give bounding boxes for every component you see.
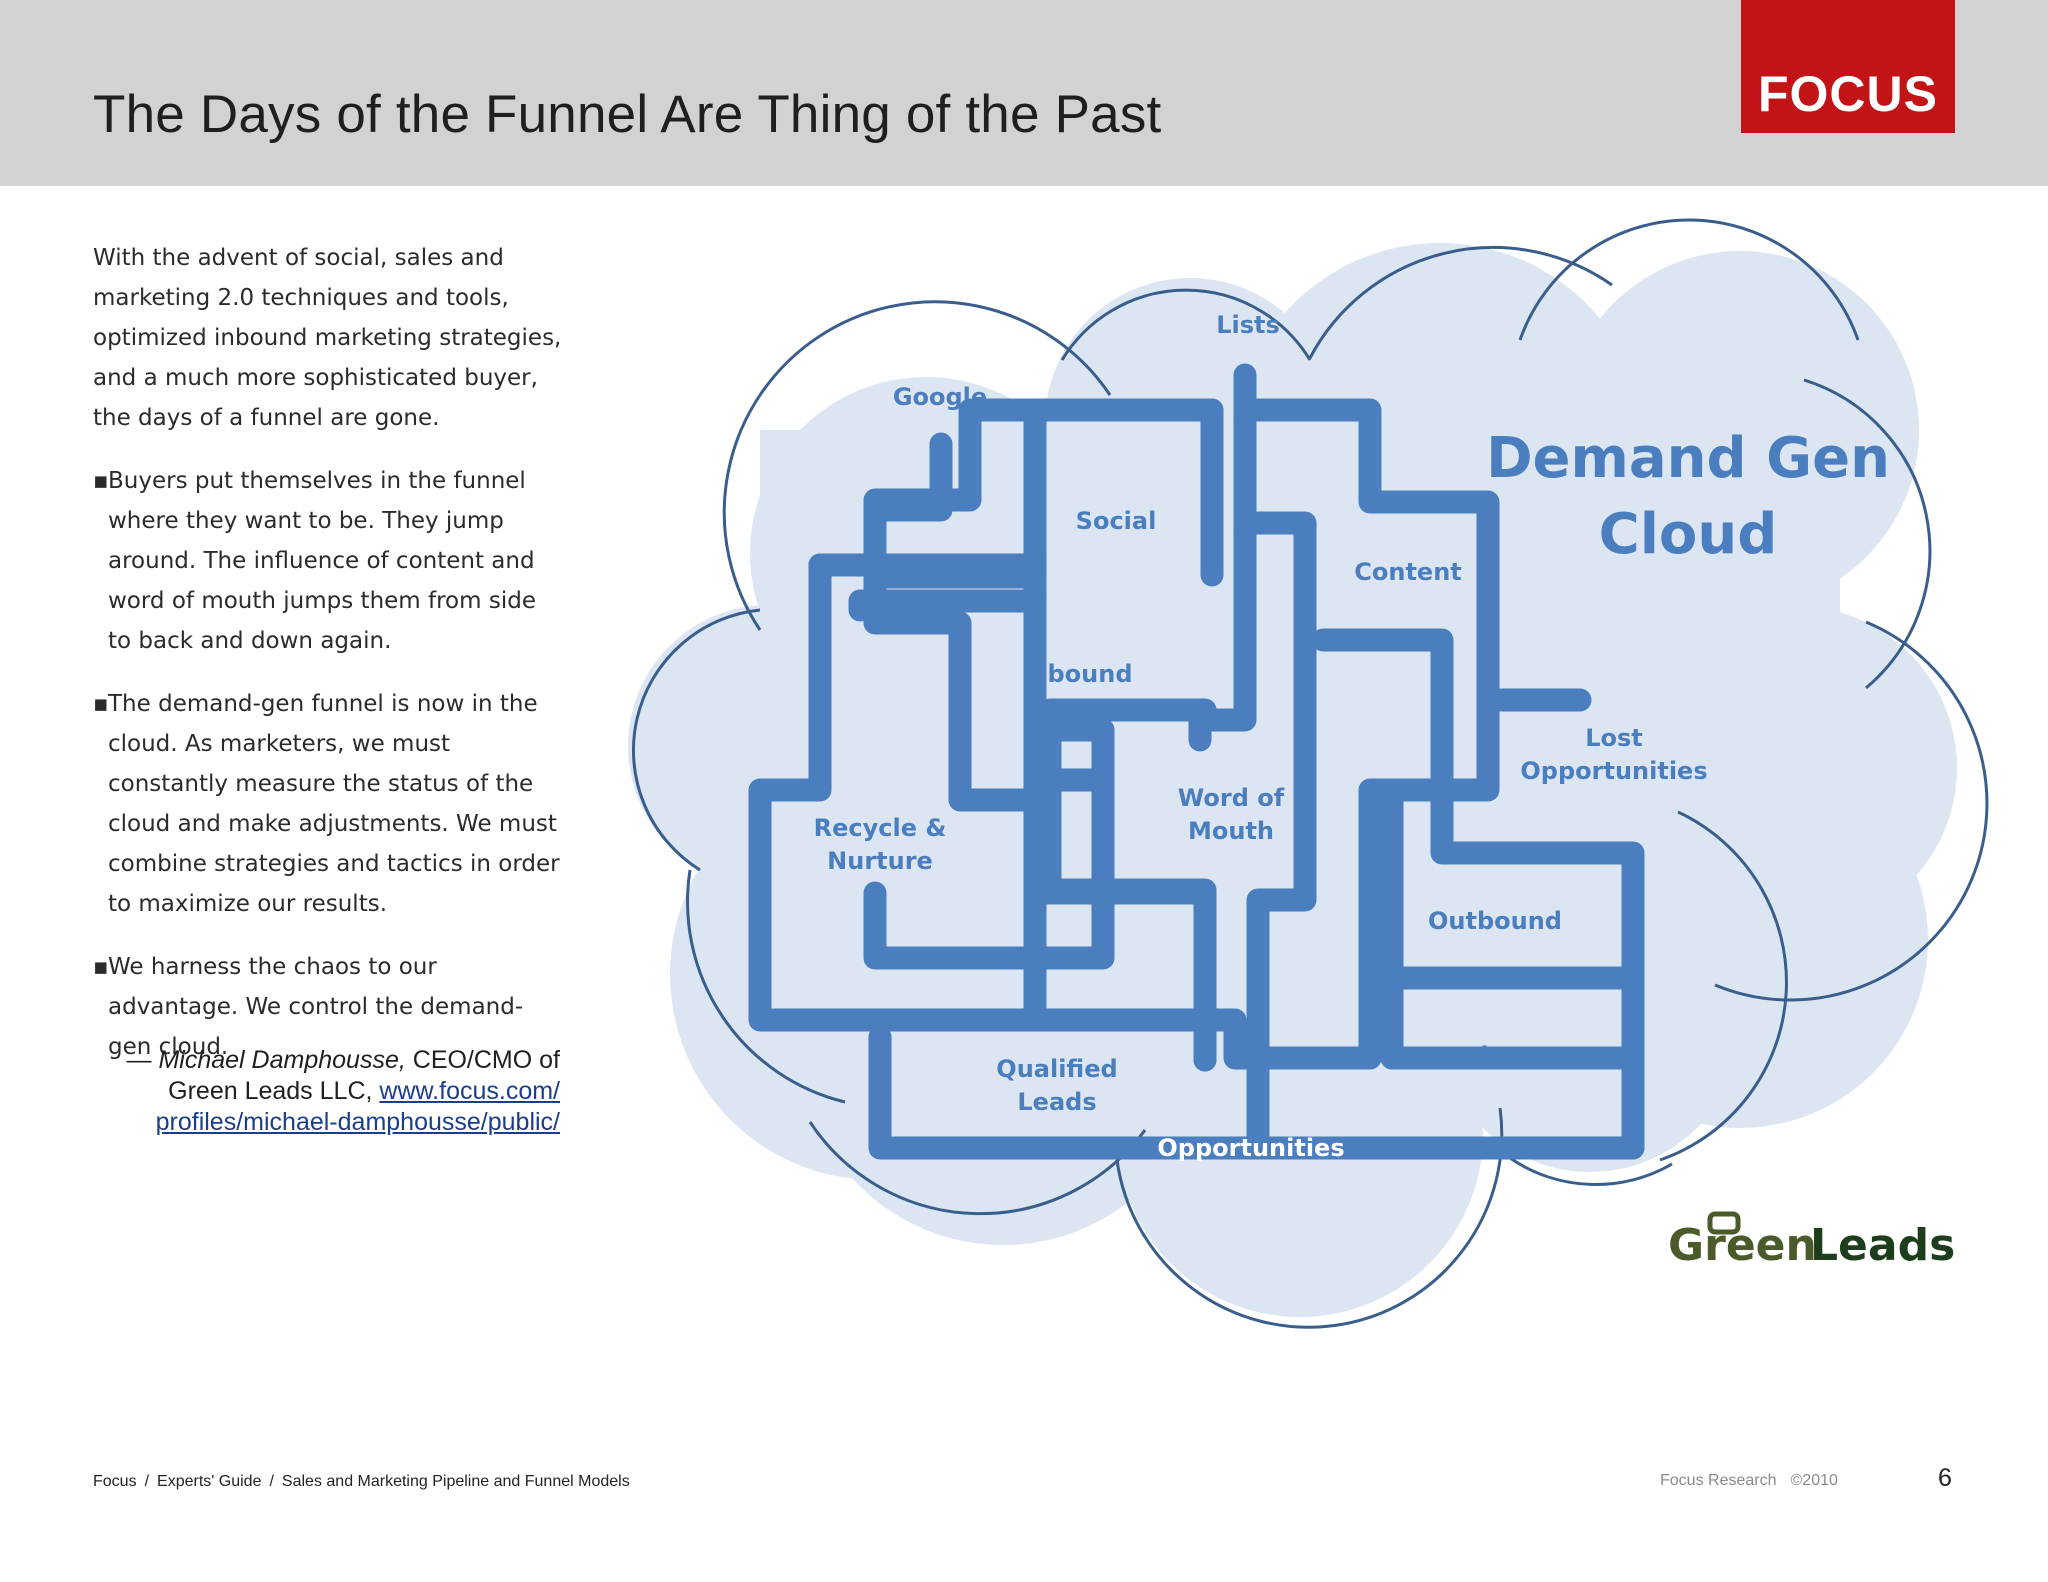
label-recycle-nurture-1: Recycle & [814, 814, 947, 842]
label-qualified-leads-2: Leads [1017, 1088, 1096, 1116]
header-band [0, 0, 2048, 186]
label-lists: Lists [1216, 311, 1280, 339]
green-leads-logo: Green Leads [1668, 1211, 1955, 1271]
bullet-item: ▪ We harness the chaos to our advantage.… [93, 947, 563, 1067]
label-word-of-mouth-2: Mouth [1188, 817, 1274, 845]
bullet-item: ▪ The demand-gen funnel is now in the cl… [93, 684, 563, 924]
breadcrumb-separator: / [144, 1473, 150, 1490]
page-title: The Days of the Funnel Are Thing of the … [93, 85, 1162, 144]
focus-logo-text: FOCUS [1758, 66, 1938, 122]
attribution-dash: — [126, 1046, 159, 1074]
green-leads-logo-leads: Leads [1810, 1220, 1955, 1271]
label-lost-opportunities-1: Lost [1585, 724, 1643, 752]
quote-attribution: — Michael Damphousse, CEO/CMO of Green L… [120, 1045, 560, 1138]
breadcrumb-item: Focus [93, 1473, 137, 1490]
label-recycle-nurture-2: Nurture [827, 847, 933, 875]
breadcrumb: Focus / Experts' Guide / Sales and Marketing… [93, 1473, 630, 1491]
profile-link[interactable]: www.focus.com/ [379, 1077, 560, 1105]
page-number: 6 [1938, 1464, 1952, 1492]
intro-paragraph: With the advent of social, sales and mar… [93, 245, 562, 431]
label-inbound: Inbound [1021, 660, 1132, 688]
label-word-of-mouth-1: Word of [1178, 784, 1285, 812]
profile-link-continued[interactable]: profiles/michael-damphousse/public/ [155, 1108, 560, 1136]
bullet-text: We harness the chaos to our advantage. W… [108, 954, 524, 1060]
footer-copyright: ©2010 [1790, 1472, 1838, 1489]
label-lost-opportunities-2: Opportunities [1520, 757, 1707, 785]
breadcrumb-separator: / [269, 1473, 274, 1490]
attribution-author: Michael Damphousse, [158, 1046, 406, 1074]
bullet-marker: ▪ [93, 468, 109, 494]
label-google: Google [893, 383, 987, 411]
label-demand-gen-line2: Cloud [1599, 502, 1778, 567]
green-leads-logo-green: Green [1668, 1220, 1817, 1271]
label-qualified-leads-1: Qualified [996, 1055, 1117, 1083]
breadcrumb-item: Experts' Guide [157, 1473, 262, 1490]
label-outbound: Outbound [1428, 907, 1562, 935]
footer-credit: Focus Research ©2010 [1660, 1472, 1838, 1490]
bullet-item: ▪ Buyers put themselves in the funnel wh… [93, 461, 563, 661]
body-text: With the advent of social, sales and mar… [93, 238, 563, 1090]
label-content: Content [1354, 558, 1462, 586]
label-opportunities: Opportunities [1157, 1134, 1344, 1162]
bullet-marker: ▪ [93, 954, 109, 980]
attribution-role: CEO/CMO of Green Leads LLC, [168, 1046, 560, 1105]
label-appointments: Appointments [1411, 1042, 1601, 1070]
green-leads-logo-mark [1707, 1211, 1741, 1235]
bullet-text: The demand-gen funnel is now in the clou… [108, 691, 560, 917]
focus-logo: FOCUS [1741, 0, 1955, 133]
diagram-labels: Demand Gen Cloud Lists Google Social Con… [814, 311, 1890, 1162]
label-demand-gen-line1: Demand Gen [1486, 426, 1890, 491]
bullet-marker: ▪ [93, 691, 109, 717]
breadcrumb-item: Sales and Marketing Pipeline and Funnel … [281, 1473, 630, 1490]
bullet-text: Buyers put themselves in the funnel wher… [108, 468, 536, 654]
footer-publisher: Focus Research [1660, 1472, 1777, 1489]
pipe-maze [748, 363, 1645, 1160]
label-social: Social [1076, 507, 1157, 535]
